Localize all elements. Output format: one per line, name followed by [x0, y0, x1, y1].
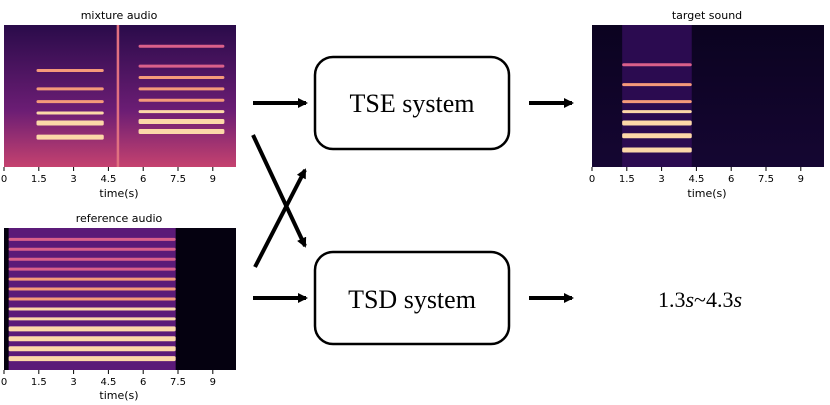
- mixture-tick-label: 1.5: [31, 174, 47, 185]
- reference-harmonic-band: [8, 356, 176, 362]
- target-harmonic-band: [622, 120, 692, 126]
- target-tick-label: 0: [589, 174, 595, 185]
- mixture-tick-label: 4.5: [100, 174, 116, 185]
- arrow-reference-to-tse: [253, 168, 307, 268]
- tse-system-box: TSE system: [313, 55, 511, 151]
- reference-tick-label: 1.5: [31, 377, 47, 388]
- target-harmonic-band: [622, 147, 692, 153]
- reference-harmonic-band: [8, 267, 176, 271]
- reference-tick-label: 6: [140, 377, 146, 388]
- mixture-harmonic-band: [138, 64, 225, 68]
- mixture-x-axis: 0 1.5 3 4.5 6 7.5 9: [1, 167, 216, 185]
- target-tick-label: 9: [798, 174, 804, 185]
- result-unit-1: s: [685, 287, 694, 312]
- target-harmonic-band: [622, 110, 692, 114]
- result-start: 1.3: [658, 287, 686, 312]
- target-x-axis: 0 1.5 3 4.5 6 7.5 9: [589, 167, 804, 185]
- mixture-tick-label: 9: [210, 174, 216, 185]
- mixture-harmonic-band: [138, 76, 225, 80]
- mixture-transient-line: [116, 25, 120, 167]
- mixture-tick-label: 0: [1, 174, 7, 185]
- arrow-mixture-to-tsd: [251, 134, 307, 248]
- tse-system-label: TSE system: [350, 89, 475, 118]
- reference-harmonic-band: [8, 297, 176, 301]
- mixture-harmonic-band: [138, 98, 225, 102]
- target-tick-label: 4.5: [688, 174, 704, 185]
- mixture-harmonic-band: [138, 129, 225, 134]
- target-harmonic-band: [622, 100, 692, 104]
- reference-tick-label: 4.5: [100, 377, 116, 388]
- tsd-system-box: TSD system: [313, 250, 511, 346]
- mixture-plot-area: [4, 25, 236, 167]
- mixture-title: mixture audio: [81, 9, 158, 22]
- reference-tick-label: 7.5: [170, 377, 186, 388]
- target-title: target sound: [672, 9, 742, 22]
- arrows: [251, 98, 574, 303]
- reference-title: reference audio: [76, 212, 163, 225]
- result-separator: ~: [694, 287, 706, 312]
- tsd-system-label: TSD system: [348, 285, 476, 314]
- target-xlabel: time(s): [687, 187, 726, 200]
- mixture-harmonic-band: [138, 110, 225, 114]
- reference-xlabel: time(s): [99, 389, 138, 402]
- mixture-harmonic-band: [36, 87, 104, 91]
- reference-harmonic-band: [8, 287, 176, 291]
- target-tick-label: 1.5: [619, 174, 635, 185]
- target-tick-label: 6: [728, 174, 734, 185]
- reference-tick-label: 9: [210, 377, 216, 388]
- reference-harmonic-band: [8, 247, 176, 251]
- target-active-region: [622, 25, 692, 167]
- reference-harmonic-band: [8, 237, 176, 241]
- mixture-xlabel: time(s): [99, 187, 138, 200]
- detection-result: 1.3s~4.3s: [658, 287, 742, 312]
- target-tick-label: 7.5: [758, 174, 774, 185]
- mixture-harmonic-band: [138, 44, 225, 48]
- reference-harmonic-band: [8, 317, 176, 321]
- mixture-tick-label: 3: [70, 174, 76, 185]
- reference-harmonic-band: [8, 346, 176, 352]
- mixture-harmonic-band: [138, 87, 225, 91]
- reference-harmonic-band: [8, 336, 176, 342]
- reference-harmonic-band: [8, 307, 176, 311]
- reference-harmonic-band: [8, 277, 176, 281]
- target-harmonic-band: [622, 83, 692, 87]
- mixture-tick-label: 7.5: [170, 174, 186, 185]
- target-harmonic-band: [622, 63, 692, 67]
- mixture-harmonic-band: [36, 68, 104, 72]
- mixture-harmonic-band: [138, 119, 225, 125]
- target-spectrogram: target sound 0 1.5 3 4.5 6 7.5 9 time(s): [589, 9, 824, 200]
- reference-harmonic-band: [8, 326, 176, 332]
- mixture-tick-label: 6: [140, 174, 146, 185]
- mixture-spectrogram: mixture audio 0 1.5 3 4.5 6 7.5 9 time(s): [1, 9, 236, 200]
- target-tick-label: 3: [658, 174, 664, 185]
- reference-tick-label: 0: [1, 377, 7, 388]
- mixture-harmonic-band: [36, 100, 104, 104]
- reference-spectrogram: reference audio 0 1.5 3 4.5 6 7.5 9 time(s): [1, 212, 236, 402]
- mixture-harmonic-band: [36, 111, 104, 115]
- result-unit-2: s: [733, 287, 742, 312]
- reference-tick-label: 3: [70, 377, 76, 388]
- reference-x-axis: 0 1.5 3 4.5 6 7.5 9: [1, 370, 216, 388]
- mixture-harmonic-band: [36, 134, 104, 140]
- result-end: 4.3: [706, 287, 734, 312]
- reference-harmonic-band: [8, 257, 176, 261]
- mixture-harmonic-band: [36, 120, 104, 126]
- target-harmonic-band: [622, 133, 692, 139]
